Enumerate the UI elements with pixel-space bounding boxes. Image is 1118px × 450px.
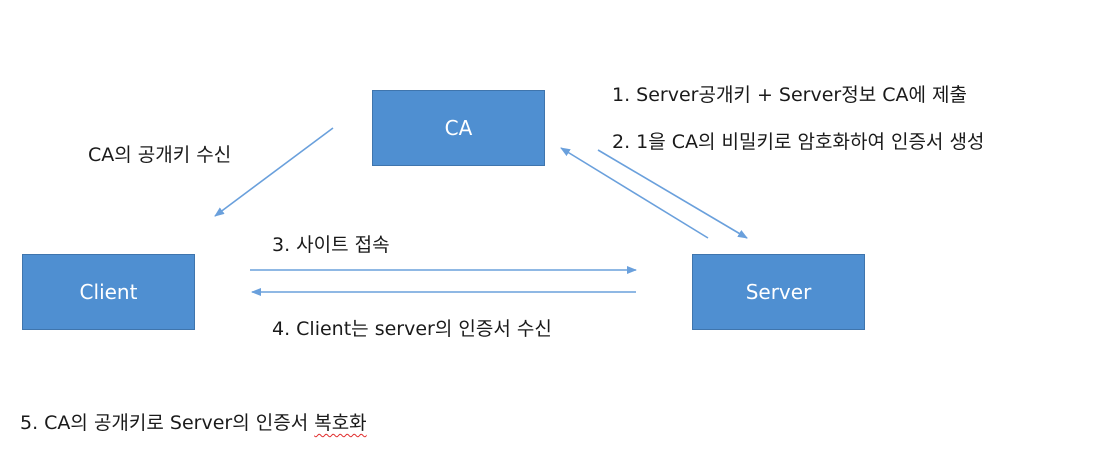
step5-prefix: 5. CA의 공개키로 Server의 인증서 bbox=[20, 412, 315, 434]
arrow-ca-to-client bbox=[214, 127, 334, 217]
step5-label: 5. CA의 공개키로 Server의 인증서 복호화 bbox=[20, 414, 367, 433]
server-node: Server bbox=[692, 254, 865, 330]
ca-public-key-label: CA의 공개키 수신 bbox=[88, 144, 232, 166]
step1-label: 1. Server공개키 + Server정보 CA에 제출 bbox=[612, 84, 967, 106]
step3-label: 3. 사이트 접속 bbox=[272, 234, 390, 256]
arrow-ca-to-server bbox=[597, 149, 748, 239]
arrow-server-to-ca bbox=[560, 147, 709, 239]
step4-label: 4. Client는 server의 인증서 수신 bbox=[272, 318, 552, 340]
client-node: Client bbox=[22, 254, 195, 330]
step5-misspelled-word: 복호화 bbox=[314, 412, 367, 434]
client-node-label: Client bbox=[79, 280, 138, 304]
step2-label: 2. 1을 CA의 비밀키로 암호화하여 인증서 생성 bbox=[612, 131, 985, 153]
ca-node: CA bbox=[372, 90, 545, 166]
server-node-label: Server bbox=[745, 280, 812, 304]
ca-node-label: CA bbox=[444, 116, 473, 140]
